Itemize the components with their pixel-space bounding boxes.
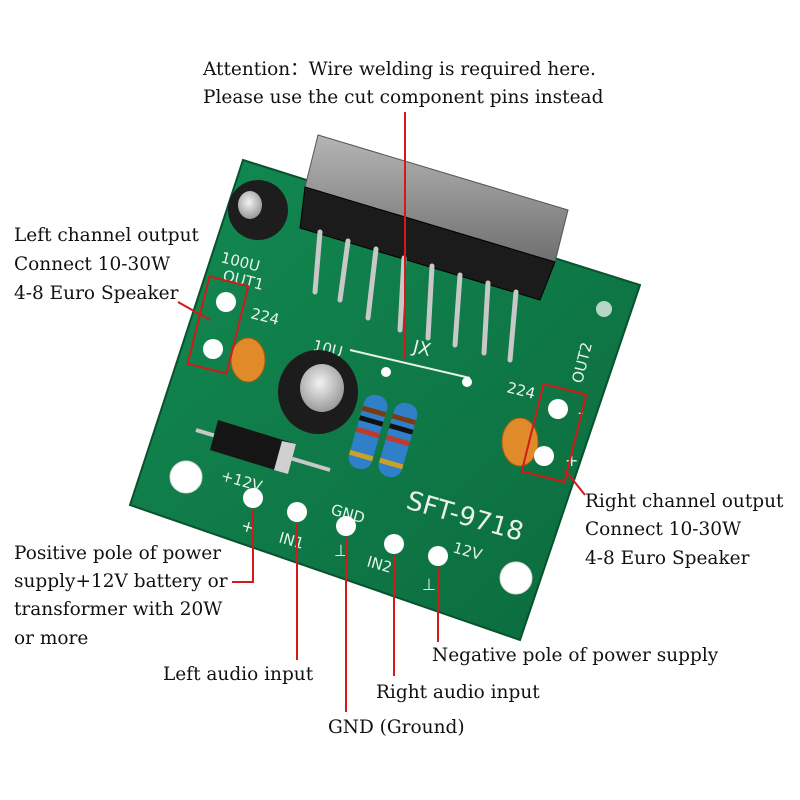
ground-symbol-1: ⊥	[334, 541, 348, 560]
pad-gnd[interactable]	[336, 516, 356, 536]
pad-negative[interactable]	[428, 546, 448, 566]
callout-right-output	[564, 469, 586, 496]
negative-pole-label: Negative pole of power supply	[432, 645, 719, 666]
left-output-line-3: 4-8 Euro Speaker	[14, 283, 179, 304]
left-output-line-1: Left channel output	[14, 225, 199, 246]
jumper-pad	[381, 367, 391, 377]
right-output-line-3: 4-8 Euro Speaker	[585, 548, 750, 569]
electrolytic-capacitor-large	[278, 350, 358, 434]
left-output-line-2: Connect 10-30W	[14, 254, 171, 275]
left-audio-input-label: Left audio input	[163, 664, 314, 685]
gnd-label: GND (Ground)	[328, 717, 465, 738]
callout-left-output	[177, 301, 211, 321]
left-output-box	[186, 275, 250, 375]
right-audio-input-label: Right audio input	[376, 682, 540, 703]
amplifier-ic	[299, 134, 569, 363]
power-positive-line-4: or more	[14, 628, 89, 649]
callout-power-positive	[232, 510, 254, 583]
power-positive-line-1: Positive pole of power	[14, 543, 222, 564]
right-output-line-2: Connect 10-30W	[585, 519, 742, 540]
left-output-pad-2[interactable]	[203, 339, 223, 359]
pad-in2[interactable]	[384, 534, 404, 554]
ceramic-capacitor-right	[501, 417, 539, 467]
left-output-pad-1[interactable]	[216, 292, 236, 312]
diode	[195, 420, 331, 474]
electrolytic-capacitor-small	[228, 180, 288, 240]
jumper-label: JX	[410, 336, 433, 361]
ic-pins	[312, 229, 519, 363]
ground-symbol-2: ⊥	[422, 575, 436, 594]
resistor-1	[348, 394, 388, 470]
pad-in1[interactable]	[287, 502, 307, 522]
mounting-hole-icon	[596, 301, 612, 317]
mounting-hole-icon	[499, 561, 533, 595]
power-positive-line-3: transformer with 20W	[14, 599, 223, 620]
jumper-pad	[462, 377, 472, 387]
jumper-silk-line	[349, 349, 471, 379]
power-positive-line-2: supply+12V battery or	[14, 571, 228, 592]
ceramic-capacitor-left	[230, 337, 266, 383]
right-output-line-1: Right channel output	[585, 491, 784, 512]
right-output-box	[520, 382, 588, 484]
right-output-pad-1[interactable]	[548, 399, 568, 419]
callout-lines	[177, 112, 588, 712]
pad-plus-12v[interactable]	[243, 488, 263, 508]
right-output-pad-2[interactable]	[534, 446, 554, 466]
resistor-2	[378, 402, 418, 478]
attention-line-2: Please use the cut component pins instea…	[203, 87, 604, 108]
attention-line-1: Attention：Wire welding is required here.	[203, 59, 596, 80]
mounting-hole-icon	[169, 460, 203, 494]
